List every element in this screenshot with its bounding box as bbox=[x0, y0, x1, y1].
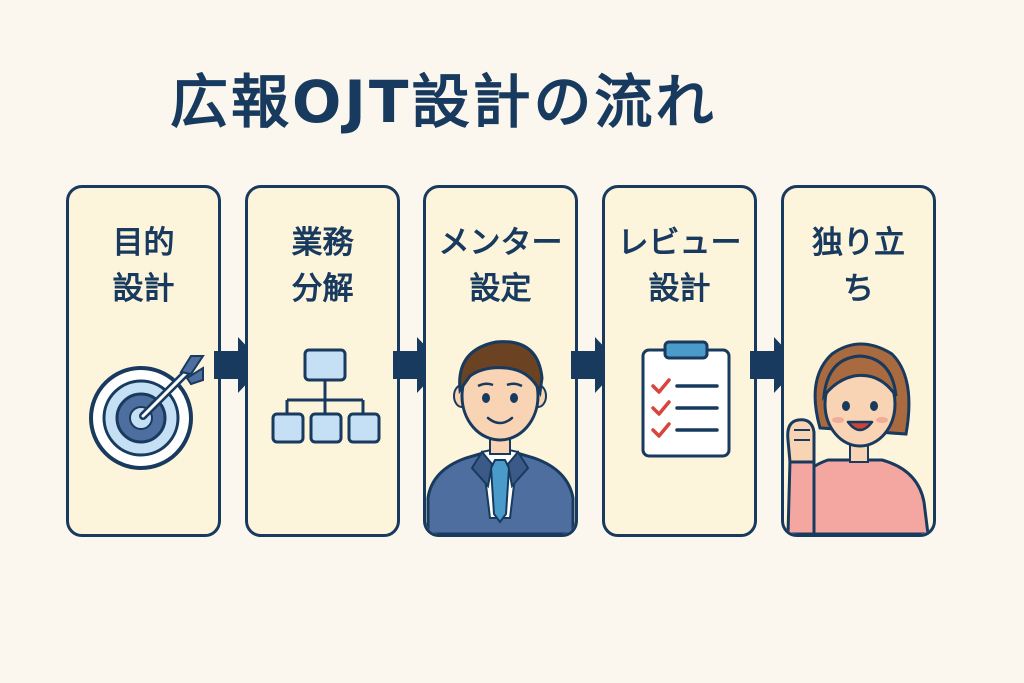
independent-person bbox=[786, 342, 930, 534]
checklist-clipboard-icon bbox=[641, 340, 731, 458]
target-icon bbox=[89, 355, 205, 470]
page-title: 広報OJT設計の流れ bbox=[170, 68, 717, 136]
arrow-right-icon bbox=[214, 337, 264, 393]
step-card-mentor-setup: メンター 設定 bbox=[423, 185, 578, 537]
step-card-purpose-design: 目的 設計 bbox=[66, 185, 221, 537]
step-label: レビュー 設計 bbox=[617, 225, 742, 307]
step-label: メンター 設定 bbox=[438, 225, 563, 307]
arrow-right-icon bbox=[750, 337, 800, 393]
arrow-right-icon bbox=[571, 337, 621, 393]
step-label: 独り立 ち bbox=[812, 225, 905, 307]
step-label: 業務 分解 bbox=[291, 225, 354, 307]
step-card-task-breakdown: 業務 分解 bbox=[245, 185, 400, 537]
step-label: 目的 設計 bbox=[112, 225, 175, 307]
step-card-independence: 独り立 ち bbox=[781, 185, 936, 537]
step-card-review-design: レビュー 設計 bbox=[602, 185, 757, 537]
mentor-person bbox=[426, 340, 575, 534]
org-chart-icon bbox=[271, 348, 381, 444]
arrow-right-icon bbox=[393, 337, 443, 393]
